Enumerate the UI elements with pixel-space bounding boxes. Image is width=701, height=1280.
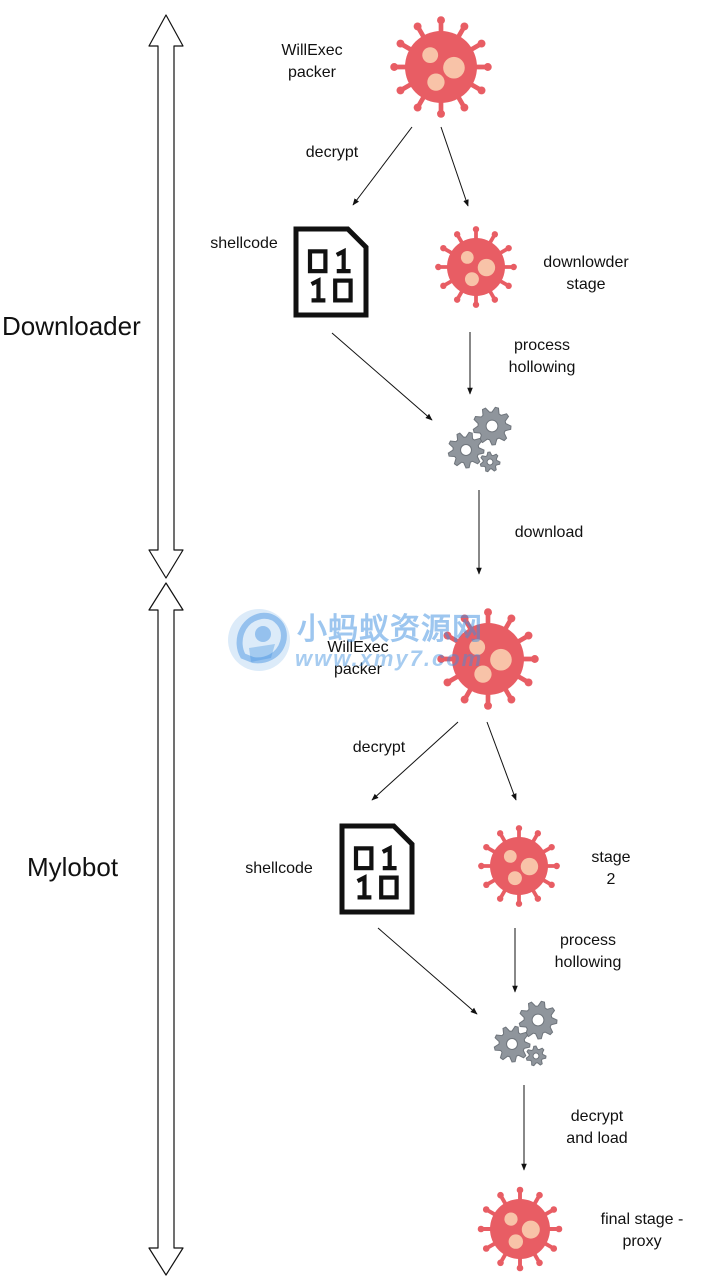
- gears-icon-hollowing-1: [447, 406, 512, 473]
- mylobot-phase-arrow: [148, 582, 184, 1276]
- decrypt-label-1: decrypt: [305, 144, 359, 161]
- virus-icon-downloader-stage: [435, 226, 517, 308]
- arrow-shellcode-to-gears-2: [377, 927, 478, 1015]
- shellcode-label-2: shellcode: [245, 860, 313, 877]
- decrypt-label-2: decrypt: [352, 739, 406, 756]
- decrypt-load-label: decrypt and load: [566, 1108, 628, 1147]
- hollowing-label-2: process hollowing: [554, 932, 622, 971]
- arrow-packer-to-shellcode-2: [371, 721, 459, 801]
- final-stage-label: final stage - proxy: [600, 1211, 684, 1250]
- download-label: download: [514, 524, 584, 541]
- arrow-packer-to-stage-2: [486, 721, 517, 801]
- phase-label-mylobot: Mylobot: [27, 852, 119, 882]
- virus-icon-packer-2: [437, 608, 539, 710]
- stage-label-1: downlowder stage: [543, 254, 629, 293]
- arrow-packer-to-stage-1: [440, 126, 469, 207]
- virus-icon-final-stage: [477, 1186, 563, 1272]
- binary-file-icon-shellcode-1: [293, 226, 369, 318]
- arrow-packer-to-shellcode-1: [352, 126, 413, 206]
- hollowing-label-1: process hollowing: [508, 337, 576, 376]
- virus-icon-stage-2: [478, 825, 560, 907]
- binary-file-icon-shellcode-2: [339, 823, 415, 915]
- packer-label-2: WillExec packer: [327, 639, 389, 678]
- shellcode-label-1: shellcode: [210, 235, 278, 252]
- downloader-phase-arrow: [148, 14, 184, 579]
- stage-label-2: stage 2: [591, 849, 631, 888]
- arrow-shellcode-to-gears-1: [331, 332, 433, 421]
- packer-label-1: WillExec packer: [281, 42, 343, 81]
- virus-icon-packer-1: [390, 16, 492, 118]
- gears-icon-hollowing-2: [493, 1000, 558, 1067]
- phase-label-downloader: Downloader: [2, 311, 141, 341]
